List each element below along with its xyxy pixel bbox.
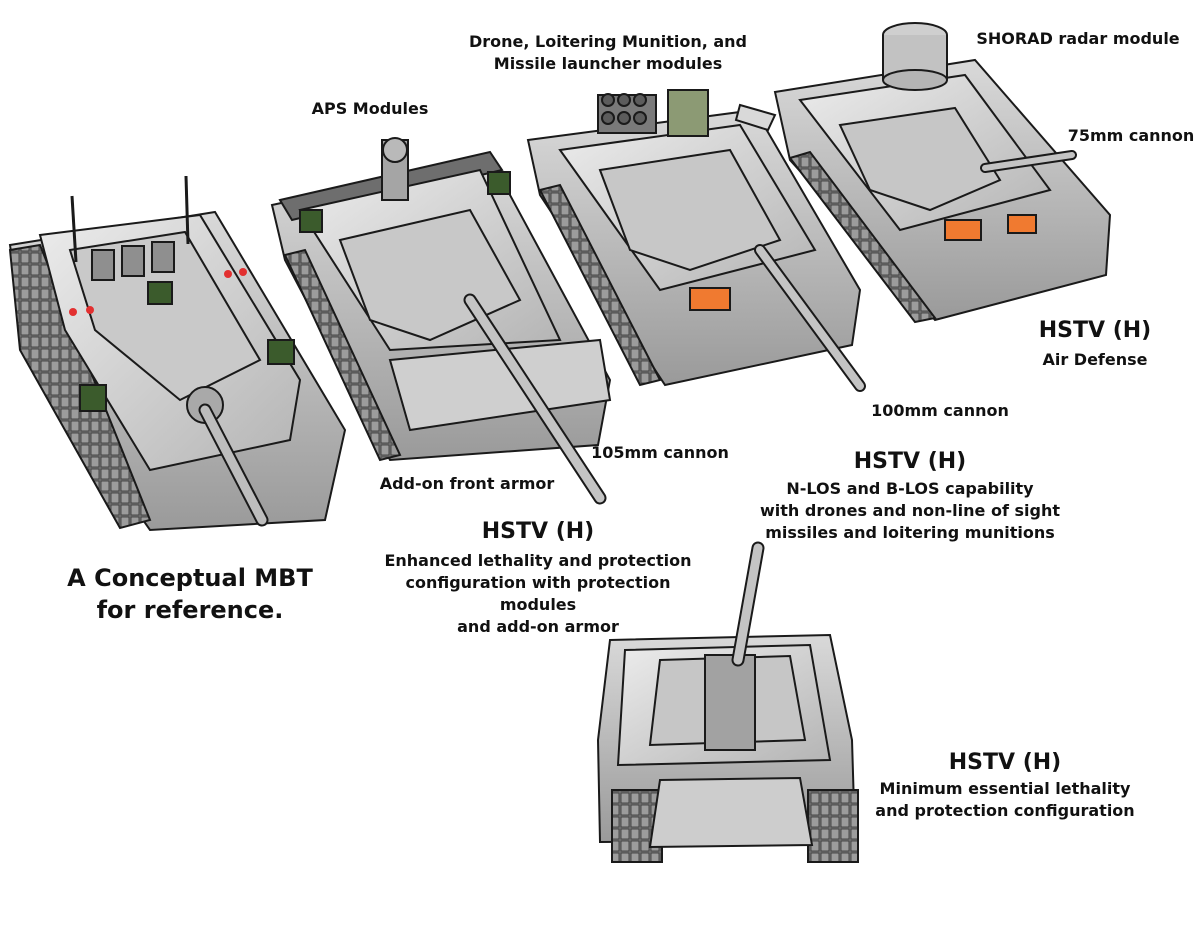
drone-modules-label: Drone, Loitering Munition, and Missile l…: [468, 32, 747, 74]
hstv-air-defense-tank: [773, 22, 1112, 324]
nlos-desc: N-LOS and B-LOS capability with drones a…: [760, 479, 1060, 543]
cannon-75mm-label: 75mm cannon: [1067, 126, 1195, 145]
nlos-title: HSTV (H): [853, 449, 967, 474]
shorad-module-label: SHORAD radar module: [976, 29, 1180, 48]
hstv-minimum-tank: [596, 541, 859, 863]
enhanced-desc: Enhanced lethality and protection config…: [384, 551, 692, 637]
hstv-nlos-tank: [526, 89, 866, 392]
mbt-caption: A Conceptual MBT for reference.: [67, 564, 313, 625]
front-armor-label: Add-on front armor: [379, 474, 555, 493]
minimum-desc: Minimum essential lethality and protecti…: [875, 779, 1135, 821]
hstv-enhanced-tank: [270, 137, 612, 505]
air-defense-desc: Air Defense: [1042, 350, 1148, 369]
aps-modules-label: APS Modules: [311, 99, 429, 118]
cannon-100mm-label: 100mm cannon: [871, 401, 1009, 420]
cannon-105mm-label: 105mm cannon: [591, 443, 729, 462]
enhanced-title: HSTV (H): [481, 519, 595, 544]
air-defense-title: HSTV (H): [1038, 318, 1152, 343]
mbt-tank: [8, 175, 347, 532]
minimum-title: HSTV (H): [948, 750, 1062, 775]
